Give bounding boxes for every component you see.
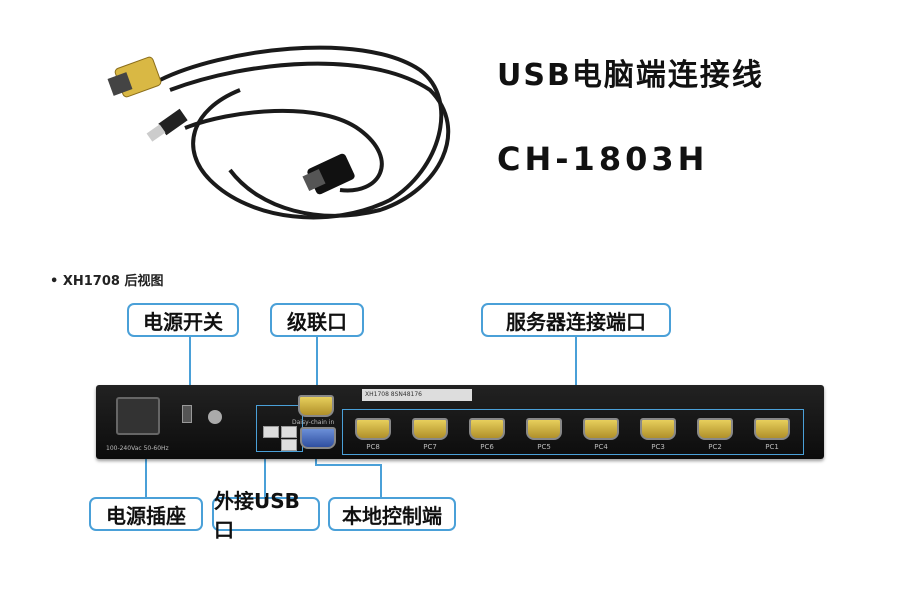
- usb-kvm-cable-image: [107, 45, 451, 220]
- usb-port-icon: [281, 426, 297, 438]
- connector-line: [575, 337, 577, 412]
- power-switch-icon: [182, 405, 192, 423]
- pc-label: PC2: [708, 443, 722, 451]
- vga-port-icon: [526, 418, 562, 440]
- vga-port-icon: [697, 418, 733, 440]
- power-socket-icon: [116, 397, 160, 435]
- connector-line: [145, 440, 147, 497]
- pc-label: PC8: [366, 443, 380, 451]
- usb-port-group: [256, 405, 303, 452]
- connector-line: [189, 337, 191, 417]
- usb-port-icon: [263, 426, 279, 438]
- connector-line: [315, 464, 380, 466]
- pc-label: PC5: [537, 443, 551, 451]
- usb-port-icon: [281, 439, 297, 451]
- vga-port-icon: [412, 418, 448, 440]
- pc-label: PC1: [765, 443, 779, 451]
- connector-line: [316, 337, 318, 399]
- voltage-label: 100-240Vac 50-60Hz: [106, 445, 169, 452]
- serial-sticker: XH1708 8SN48176: [362, 389, 472, 401]
- callout-power-switch: 电源开关: [127, 303, 239, 337]
- usb-plug-icon: [146, 108, 188, 142]
- pc-label: PC3: [651, 443, 665, 451]
- cascade-port-icon: [298, 395, 334, 417]
- vga-port-icon: [469, 418, 505, 440]
- ground-icon: [208, 410, 222, 424]
- product-title: USB电脑端连接线: [497, 58, 764, 93]
- callout-server-ports: 服务器连接端口: [481, 303, 671, 337]
- kvm-rear-panel: 100-240Vac 50-60Hz Daisy-chain in XH1708…: [96, 385, 824, 459]
- pc-label: PC7: [423, 443, 437, 451]
- pc-label: PC6: [480, 443, 494, 451]
- vga-port-icon: [355, 418, 391, 440]
- section-label: • XH1708 后视图: [50, 274, 164, 289]
- vga-port-icon: [754, 418, 790, 440]
- connector-line: [380, 464, 382, 497]
- daisy-chain-label: Daisy-chain in: [292, 419, 335, 426]
- connector-line: [264, 450, 266, 497]
- vga-connector-yellow-icon: [107, 56, 162, 98]
- callout-power-socket: 电源插座: [89, 497, 203, 531]
- serial-text: XH1708 8SN48176: [365, 391, 422, 398]
- server-port-group: PC8 PC7 PC6 PC5 PC4 PC3 PC2 PC1: [342, 409, 804, 455]
- product-model: CH-1803H: [497, 140, 709, 178]
- vga-port-icon: [583, 418, 619, 440]
- vga-port-icon: [640, 418, 676, 440]
- callout-cascade-port: 级联口: [270, 303, 364, 337]
- callout-local-console: 本地控制端: [328, 497, 456, 531]
- pc-label: PC4: [594, 443, 608, 451]
- vga-connector-black-icon: [302, 153, 355, 195]
- local-console-port-icon: [300, 427, 336, 449]
- callout-external-usb: 外接USB口: [212, 489, 320, 542]
- connector-line: [315, 455, 317, 465]
